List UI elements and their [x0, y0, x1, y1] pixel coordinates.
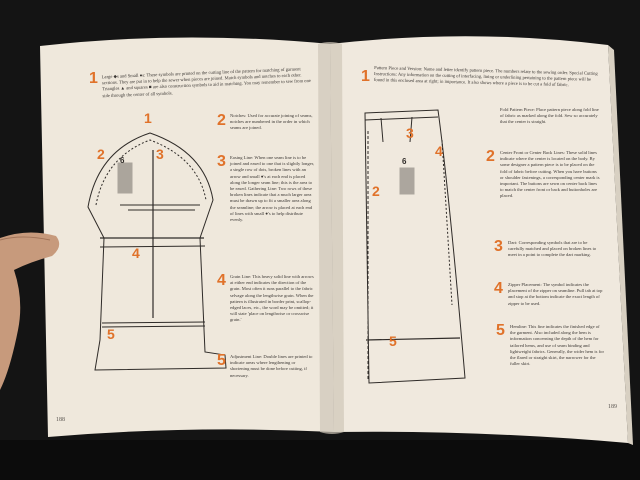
adjustment-line-lower-1 [101, 321, 206, 324]
left-intro-number: 1 [89, 70, 98, 87]
right-item-4-number: 4 [494, 280, 503, 297]
right-item-3-text: Dart: Corresponding symbols that are to … [508, 240, 597, 258]
page-edge-stack [608, 45, 633, 445]
left-folio: 188 [56, 417, 65, 423]
left-label-6: 6 [120, 156, 125, 165]
dart-left [380, 117, 384, 143]
hem-line [365, 337, 461, 341]
left-item-5-number: 5 [217, 352, 226, 369]
right-item-5-number: 5 [496, 322, 505, 339]
skirt-label-block [399, 167, 415, 195]
left-page [40, 37, 334, 437]
left-item-4-number: 4 [217, 272, 226, 289]
right-item-5-text: Hemline: This fine indicates the finishe… [510, 324, 604, 367]
hand [0, 232, 60, 390]
left-label-4: 4 [132, 245, 140, 261]
left-label-5: 5 [107, 326, 115, 342]
right-intro-number: 1 [361, 68, 370, 85]
left-item-4-text: Grain Line: This heavy solid line with a… [230, 274, 314, 323]
right-item-2-number: 2 [486, 148, 495, 165]
left-item-2-text: Notches: Used for accurate joining of se… [230, 113, 313, 131]
right-label-2: 2 [372, 183, 380, 199]
waist-line [364, 116, 439, 121]
hand-crease [0, 236, 51, 241]
skirt-pattern-drawing [364, 109, 466, 384]
left-item-2-number: 2 [217, 112, 226, 129]
left-label-1: 1 [144, 110, 152, 126]
left-item-5-text: Adjustment Line: Double lines are printe… [230, 354, 313, 378]
right-page [330, 36, 628, 443]
right-folio: 189 [608, 404, 617, 410]
pattern-label-block [117, 162, 133, 194]
right-item-4-text: Zipper Placement: The symbol indicates t… [508, 282, 603, 306]
dart-right [409, 116, 413, 143]
skirt-outline [364, 109, 466, 384]
gutter-shadow [318, 42, 344, 434]
zipper-placement [441, 139, 453, 306]
right-label-5: 5 [389, 333, 397, 349]
right-label-3: 3 [406, 125, 414, 141]
sleeve-outline [87, 132, 227, 371]
left-item-3-text: Easing Line: When one seam line is to be… [230, 155, 315, 223]
adjustment-line-lower-2 [101, 325, 206, 328]
right-label-4: 4 [435, 143, 443, 159]
right-item-2-text: Center Front or Center Back Lines: These… [500, 150, 600, 199]
right-fold-text: Fold Pattern Piece: Place pattern piece … [500, 107, 599, 125]
left-label-2: 2 [97, 146, 105, 162]
left-item-3-number: 3 [217, 153, 226, 170]
sleeve-cap-seam [95, 139, 207, 206]
left-label-3: 3 [156, 146, 164, 162]
sleeve-pattern-drawing [87, 132, 227, 371]
right-item-3-number: 3 [494, 238, 503, 255]
table-shadow [0, 440, 640, 480]
hand-thumb [0, 232, 60, 390]
right-label-6: 6 [402, 157, 407, 166]
